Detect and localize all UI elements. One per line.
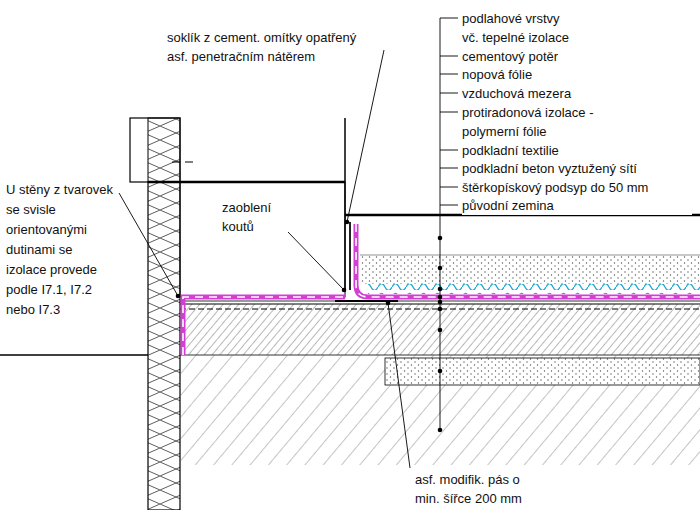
annotation-label: původní zemina <box>462 196 692 215</box>
annotation-label: soklík z cement. omítky opatřený asf. pe… <box>167 28 372 66</box>
wall <box>0 118 196 510</box>
annotation-label: U stěny z tvarovek se svisle orientovaný… <box>6 180 116 320</box>
leader-lines <box>119 18 458 468</box>
annotation-label: podkladní beton vyztužený sítí <box>462 159 692 178</box>
annotation-label: podlahové vrstvy vč. tepelné izolace <box>462 9 572 47</box>
annotation-label: štěrkopískový podsyp do 50 mm <box>462 178 692 197</box>
annotation-label: zaoblení koutů <box>222 198 284 236</box>
room-outline <box>148 182 345 297</box>
annotation-label: asf. modifik. pás o min. šířce 200 mm <box>415 470 535 508</box>
radon-membrane <box>183 224 700 355</box>
annotation-label: nopová fólie <box>462 65 692 84</box>
leader-dots <box>176 220 443 433</box>
annotation-label: podkladní textilie <box>462 141 692 160</box>
annotation-label: protiradonová izolace - polymerní fólie <box>462 103 602 141</box>
floor-layers <box>345 118 700 294</box>
annotation-label: vzduchová mezera <box>462 84 692 103</box>
annotation-label: cementový potěr <box>462 47 692 66</box>
